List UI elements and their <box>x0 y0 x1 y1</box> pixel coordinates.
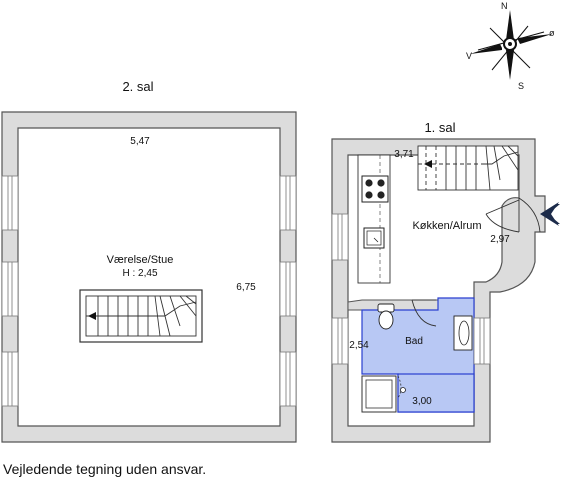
upper-floor-walls <box>1 111 297 443</box>
lower-left-window <box>331 213 349 261</box>
upper-width-dim: 5,47 <box>130 136 150 147</box>
shower-head-icon <box>400 387 406 393</box>
compass-rose-icon <box>470 10 552 80</box>
lower-left-window-bath <box>331 317 349 365</box>
upper-stairwell <box>79 289 203 343</box>
stove-icon <box>361 175 389 203</box>
bath-name: Bad <box>405 336 423 347</box>
compass-north-label: N <box>501 1 508 11</box>
toilet-icon <box>377 303 395 330</box>
bath-depth-dim: 2,54 <box>349 340 369 351</box>
lower-stair-arrow-icon <box>424 160 432 168</box>
upper-stair-arrow-icon <box>88 312 96 320</box>
disclaimer-text: Vejledende tegning uden ansvar. <box>3 461 206 477</box>
upper-room-name: Værelse/Stue <box>107 254 174 266</box>
washbasin-icon <box>453 315 473 351</box>
upper-right-windows <box>279 175 297 407</box>
compass-south-label: S <box>518 81 524 91</box>
lower-floor-plan <box>331 138 546 443</box>
upper-depth-dim: 6,75 <box>236 282 256 293</box>
lower-stairwell <box>417 145 519 191</box>
upper-room-height: H : 2,45 <box>122 268 157 279</box>
entrance-door <box>518 197 541 233</box>
lower-floor-walls <box>331 138 546 443</box>
upper-floor-plan <box>1 111 297 443</box>
bathroom-shower <box>397 373 475 413</box>
upper-left-windows <box>1 175 19 407</box>
bath-door <box>411 299 437 327</box>
kitchen-width-dim: 3,71 <box>394 149 414 160</box>
compass-east-label: ø <box>549 28 555 38</box>
compass-west-label: V <box>466 51 472 61</box>
kitchen-name: Køkken/Alrum <box>412 220 481 232</box>
lower-right-window-bath <box>473 317 491 365</box>
kitchen-counter <box>357 154 391 284</box>
lower-floor-title: 1. sal <box>424 120 455 135</box>
upper-floor-title: 2. sal <box>122 79 153 94</box>
kitchen-depth-dim: 2,97 <box>490 234 510 245</box>
bath-width-dim: 3,00 <box>412 396 432 407</box>
